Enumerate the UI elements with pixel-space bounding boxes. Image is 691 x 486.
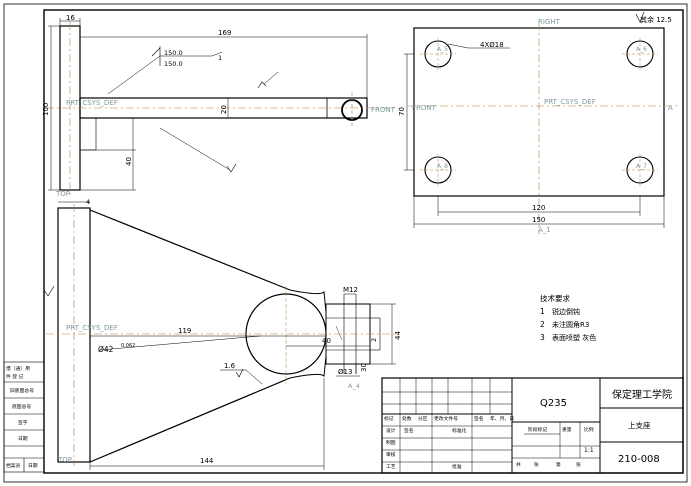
tech-req-text: 表面喷塑 灰色 (552, 333, 596, 342)
reg-row-7: 日期 (28, 463, 38, 469)
top-label: TOP (55, 190, 70, 198)
front-view: PRT_CSYS_DEF TOP A_4 4 M12 119 40 44 2 3… (43, 198, 402, 470)
dim-phi42-tol: 0.062 (121, 343, 135, 349)
dim-1-6: 1.6 (224, 362, 236, 370)
tech-req-num: 2 (540, 320, 545, 329)
axis-a: A (668, 104, 673, 112)
tb-design: 设计 (386, 427, 396, 434)
dim-120: 120 (532, 204, 545, 212)
axis-a4-front: A_4 (348, 382, 360, 390)
tb-stage: 阶段标记 (528, 426, 547, 433)
tech-req-num: 3 (540, 333, 545, 342)
holes-callout: 4XØ18 (480, 41, 504, 49)
prt-csys-label: PRT_CSYS_DEF (66, 99, 118, 107)
tb-row-label: 签名 (474, 415, 484, 422)
front-label-right: FRONT (412, 104, 437, 112)
title-block (381, 377, 684, 474)
tech-req-text: 未注圆角R3 (552, 320, 589, 329)
tb-scale: 1:1 (584, 447, 594, 454)
dim-30: 30 (360, 363, 368, 372)
roughness-note: 其余 12.5 (640, 15, 672, 24)
outer-border (3, 3, 688, 483)
top-view: PRT_CSYS_DEF FRONT TOP 16 169 100 20 40 … (42, 14, 400, 198)
tech-req-num: 1 (540, 307, 545, 316)
prt-csys-front: PRT_CSYS_DEF (66, 324, 118, 332)
tb-sign: 签名 (404, 427, 414, 434)
tb-process: 工艺 (386, 464, 396, 470)
roughness-mark-icon (257, 81, 267, 89)
tb-company: 保定理工学院 (612, 388, 672, 401)
tb-approve: 批准 (452, 463, 462, 470)
tb-std: 标准化 (452, 427, 467, 434)
right-label: RIGHT (538, 18, 561, 26)
tb-row-label: 分区 (418, 415, 428, 422)
tb-drawing-no: 210-008 (618, 454, 660, 465)
dim-16: 16 (66, 14, 75, 22)
tech-req-text: 锐边倒钝 (552, 307, 580, 316)
roughness-symbol-icon (635, 11, 645, 23)
dim-144: 144 (200, 457, 214, 465)
dim-20: 20 (220, 105, 228, 114)
dim-phi42: Ø42 (98, 345, 114, 354)
tb-sheets: 张 (534, 461, 539, 468)
reg-row-1a: 借（通）用 (6, 365, 30, 372)
reg-row-2: 旧底图总号 (10, 387, 34, 394)
dim-4: 4 (86, 198, 90, 206)
hole-label: A_6 (636, 46, 647, 53)
dim-40: 40 (125, 157, 133, 166)
technical-requirements: 技术要求 1 锐边倒钝 2 未注圆角R3 3 表面喷塑 灰色 (540, 293, 596, 342)
tb-row-label: 处数 (402, 415, 412, 422)
dim-2: 2 (370, 338, 378, 342)
dim-150: 150 (532, 216, 545, 224)
prt-csys-right: PRT_CSYS_DEF (544, 98, 596, 106)
tb-sheet: 第 (556, 461, 561, 468)
dim-119: 119 (178, 327, 191, 335)
tb-check: 审核 (386, 451, 396, 458)
tb-part-name: 上支座 (628, 420, 651, 430)
dim-100: 100 (42, 103, 50, 116)
right-view: A_5 A_6 A_8 A_7 4XØ18 RIGHT FRONT PRT_CS… (398, 18, 680, 234)
tb-row-label: 更改文件号 (434, 415, 458, 422)
dim-169: 169 (218, 29, 231, 37)
dim-44: 44 (394, 331, 402, 340)
reg-row-5: 日期 (18, 436, 28, 442)
dim-70: 70 (398, 107, 406, 116)
roughness-mark-icon (226, 163, 237, 173)
tb-scale-label: 比例 (584, 426, 594, 433)
hole-label: A_7 (636, 163, 647, 170)
tb-sheets2: 张 (576, 461, 581, 468)
tol-lower: 150.0 (164, 60, 183, 68)
reg-row-6: 档案员 (6, 462, 21, 469)
reg-row-3: 底图总号 (12, 403, 31, 410)
tb-total: 共 (516, 461, 521, 468)
dim-40-front: 40 (322, 337, 331, 345)
top-label-front: TOP (57, 456, 72, 464)
tb-row-label: 年、月、日 (490, 415, 514, 422)
tol-mark: 1 (218, 54, 222, 62)
tb-row-label: 标记 (384, 415, 394, 422)
tb-draw: 制图 (386, 439, 396, 446)
reg-row-4: 签字 (18, 419, 28, 426)
tech-req-title: 技术要求 (540, 293, 570, 303)
registration-box (3, 361, 45, 473)
dim-m12: M12 (343, 286, 358, 294)
reg-row-1b: 件 登 记 (6, 373, 24, 380)
boss-outline (325, 303, 371, 365)
front-label: FRONT (371, 106, 396, 114)
roughness-mark-icon (43, 285, 55, 297)
tb-material: Q235 (540, 398, 567, 409)
hole-label: A_8 (437, 163, 448, 170)
roughness-mark-icon (235, 368, 244, 378)
tb-weight: 重量 (562, 426, 572, 433)
axis-a1: A_1 (538, 226, 551, 234)
inner-border (43, 9, 684, 474)
dim-phi13: Ø13 (338, 368, 352, 376)
hole-label: A_5 (437, 46, 448, 53)
tol-upper: 150.0 (164, 49, 183, 57)
